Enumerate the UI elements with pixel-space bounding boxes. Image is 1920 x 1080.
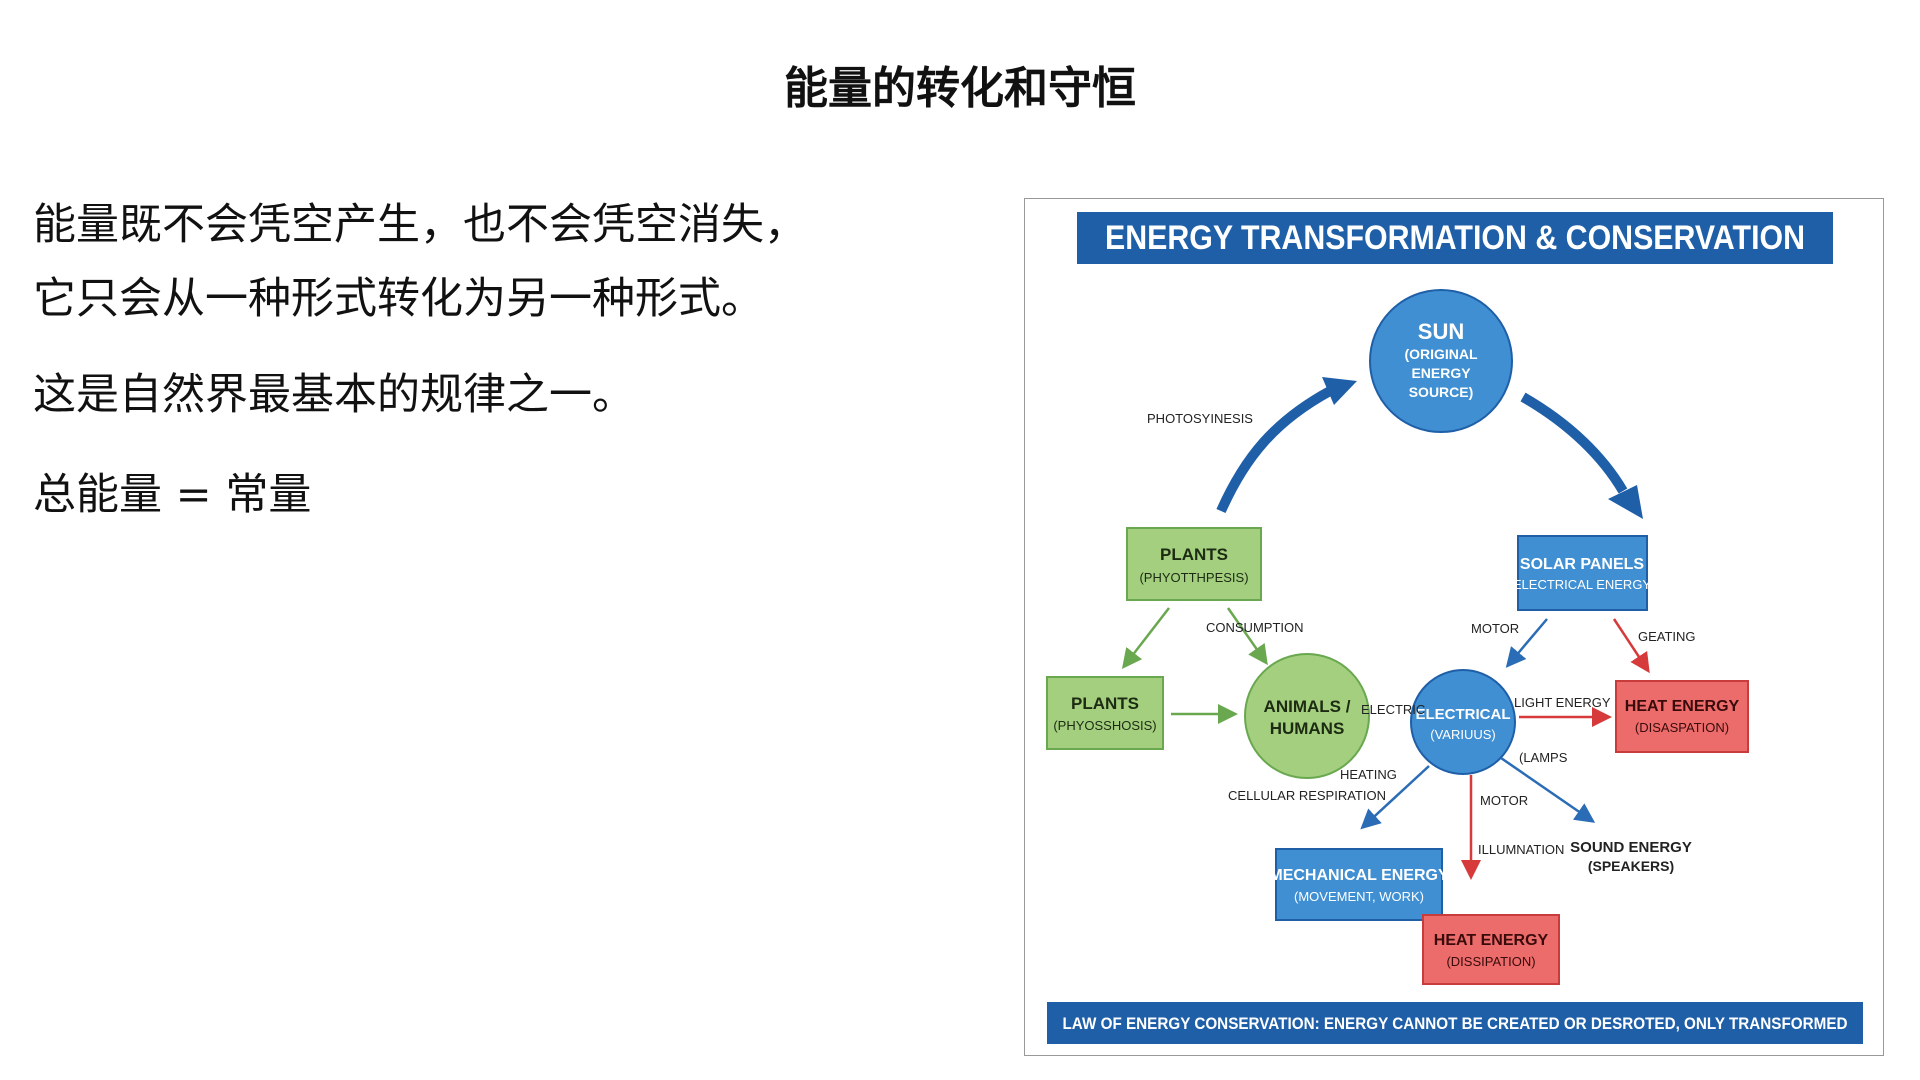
heat-bottom-node bbox=[1422, 914, 1560, 985]
plants-left-title: PLANTS bbox=[1071, 694, 1139, 713]
sun-node-sub-3: SOURCE) bbox=[1409, 384, 1474, 400]
label-geating: GEATING bbox=[1638, 629, 1696, 644]
arrow-plants-to-plants bbox=[1121, 607, 1170, 669]
label-cellular-respiration: CELLULAR RESPIRATION bbox=[1228, 788, 1386, 803]
electrical-title: ELECTRICAL bbox=[1416, 706, 1511, 723]
label-motor-top: MOTOR bbox=[1471, 621, 1519, 636]
label-photosynthesis: PHOTOSYINESIS bbox=[1147, 411, 1253, 426]
body-line-2: 它只会从一种形式转化为另一种形式。 bbox=[33, 274, 764, 324]
sun-to-solar-arrowhead bbox=[1608, 485, 1643, 519]
sun-node bbox=[1369, 289, 1513, 433]
body-line-1: 能量既不会凭空产生，也不会凭空消失， bbox=[33, 200, 807, 250]
label-electric: ELECTRIC bbox=[1361, 702, 1425, 717]
solar-title: SOLAR PANELS bbox=[1520, 556, 1644, 573]
sun-node-sub-2: ENERGY bbox=[1411, 365, 1471, 381]
animals-node-title-1: ANIMALS / bbox=[1264, 697, 1351, 716]
heat-right-node bbox=[1615, 680, 1749, 753]
photosynthesis-arrowhead bbox=[1322, 377, 1357, 405]
sun-node-title: SUN bbox=[1418, 319, 1464, 344]
label-illumination: ILLUMNATION bbox=[1478, 842, 1564, 857]
label-heating: HEATING bbox=[1340, 767, 1397, 782]
body-line-3: 这是自然界最基本的规律之一。 bbox=[33, 370, 635, 420]
slide-body: 能量既不会凭空产生，也不会凭空消失， 它只会从一种形式转化为另一种形式。 这是自… bbox=[33, 188, 963, 432]
electrical-node bbox=[1410, 669, 1516, 775]
arrow-solar-to-heat bbox=[1612, 618, 1650, 674]
sound-energy-sub: (SPEAKERS) bbox=[1588, 858, 1674, 874]
plants-top-title: PLANTS bbox=[1160, 545, 1228, 564]
energy-diagram-figure: ENERGY TRANSFORMATION & CONSERVATION SUN… bbox=[1024, 198, 1884, 1056]
conservation-formula: 总能量 = 常量 bbox=[33, 470, 312, 520]
sun-to-solar-curve-arrow bbox=[1520, 392, 1628, 494]
label-light-energy: LIGHT ENERGY bbox=[1514, 695, 1611, 710]
heat-right-title: HEAT ENERGY bbox=[1625, 698, 1740, 715]
plants-top-sub: (PHYOTTHPESIS) bbox=[1139, 570, 1248, 585]
label-motor-bottom: MOTOR bbox=[1480, 793, 1528, 808]
energy-diagram: ENERGY TRANSFORMATION & CONSERVATION SUN… bbox=[1046, 212, 1863, 1044]
diagram-footer-banner bbox=[1047, 1002, 1863, 1044]
solar-sub: (ELECTRICAL ENERGY) bbox=[1509, 577, 1656, 592]
arrow-solar-to-electrical bbox=[1505, 618, 1548, 668]
diagram-title: ENERGY TRANSFORMATION & CONSERVATION bbox=[1105, 219, 1805, 257]
plants-left-node bbox=[1046, 676, 1164, 750]
animals-humans-node bbox=[1244, 653, 1370, 779]
sun-node-sub-1: (ORIGINAL bbox=[1404, 346, 1478, 362]
label-consumption: CONSUMPTION bbox=[1206, 620, 1304, 635]
heat-bottom-sub: (DISSIPATION) bbox=[1446, 954, 1535, 969]
label-lamps: (LAMPS bbox=[1519, 750, 1568, 765]
arrow-electrical-to-mechanical bbox=[1360, 765, 1430, 830]
arrow-plants-to-animals bbox=[1226, 607, 1268, 666]
mechanical-title: MECHANICAL ENERGY bbox=[1269, 867, 1449, 884]
sound-energy-title: SOUND ENERGY bbox=[1570, 839, 1692, 856]
plants-top-node bbox=[1126, 527, 1262, 601]
solar-panels-node bbox=[1517, 535, 1648, 611]
plants-left-sub: (PHYOSSHOSIS) bbox=[1053, 718, 1156, 733]
arrow-electrical-to-sound bbox=[1500, 756, 1596, 823]
heat-bottom-title: HEAT ENERGY bbox=[1434, 932, 1549, 949]
electrical-sub: (VARIUUS) bbox=[1430, 727, 1495, 742]
slide-title: 能量的转化和守恒 bbox=[784, 63, 1136, 114]
diagram-footer: LAW OF ENERGY CONSERVATION: ENERGY CANNO… bbox=[1063, 1014, 1848, 1033]
mechanical-energy-node bbox=[1275, 848, 1443, 921]
photosynthesis-curve-arrow bbox=[1216, 386, 1333, 514]
heat-right-sub: (DISASPATION) bbox=[1635, 720, 1729, 735]
animals-node-title-2: HUMANS bbox=[1270, 719, 1345, 738]
diagram-title-banner bbox=[1077, 212, 1833, 264]
mechanical-sub: (MOVEMENT, WORK) bbox=[1294, 889, 1424, 904]
